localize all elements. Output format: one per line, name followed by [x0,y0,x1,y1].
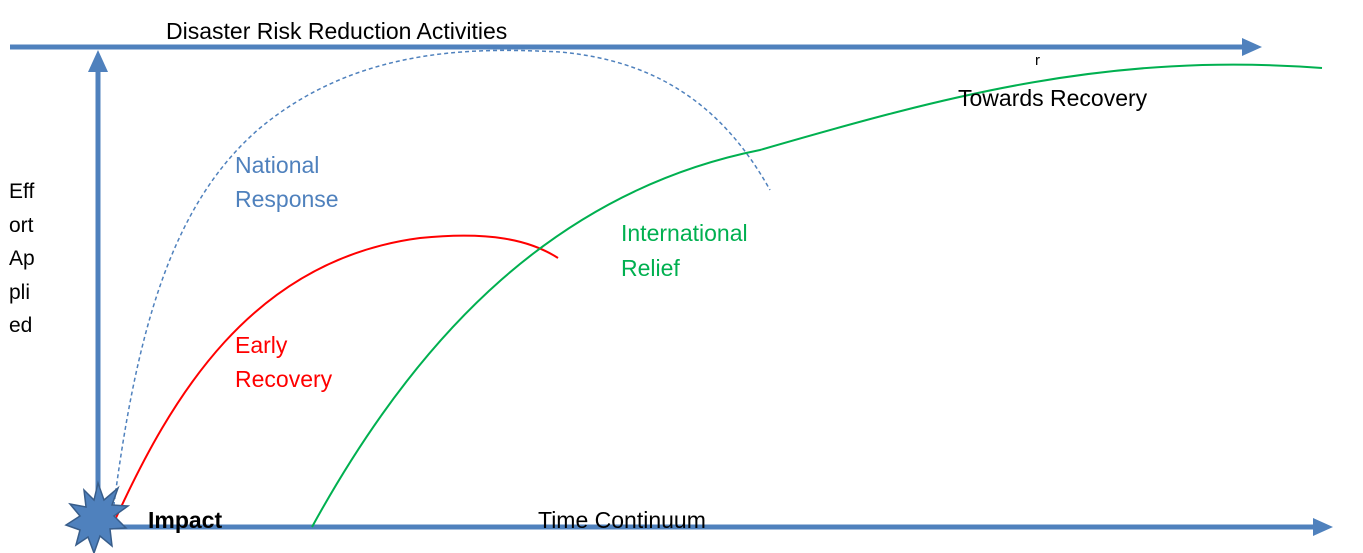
impact-burst-icon [64,480,131,553]
y-axis-label: Eff ort Ap pli ed [9,180,35,337]
x-axis-label: Time Continuum [538,507,706,533]
national-response-label: National Response [235,152,339,212]
national-response-curve [111,49,771,521]
y-axis-arrowhead [88,50,108,72]
towards-recovery-marker: r [1035,52,1040,69]
towards-recovery-label: Towards Recovery [958,85,1148,111]
early-recovery-curve [114,234,559,521]
international-relief-curve [311,63,1323,528]
early-recovery-label: Early Recovery [235,332,333,392]
top-axis-arrowhead [1242,38,1262,56]
impact-label: Impact [148,507,223,533]
international-relief-label: International Relief [621,220,748,281]
x-axis-arrowhead [1313,518,1333,536]
top-axis-label: Disaster Risk Reduction Activities [166,18,508,44]
